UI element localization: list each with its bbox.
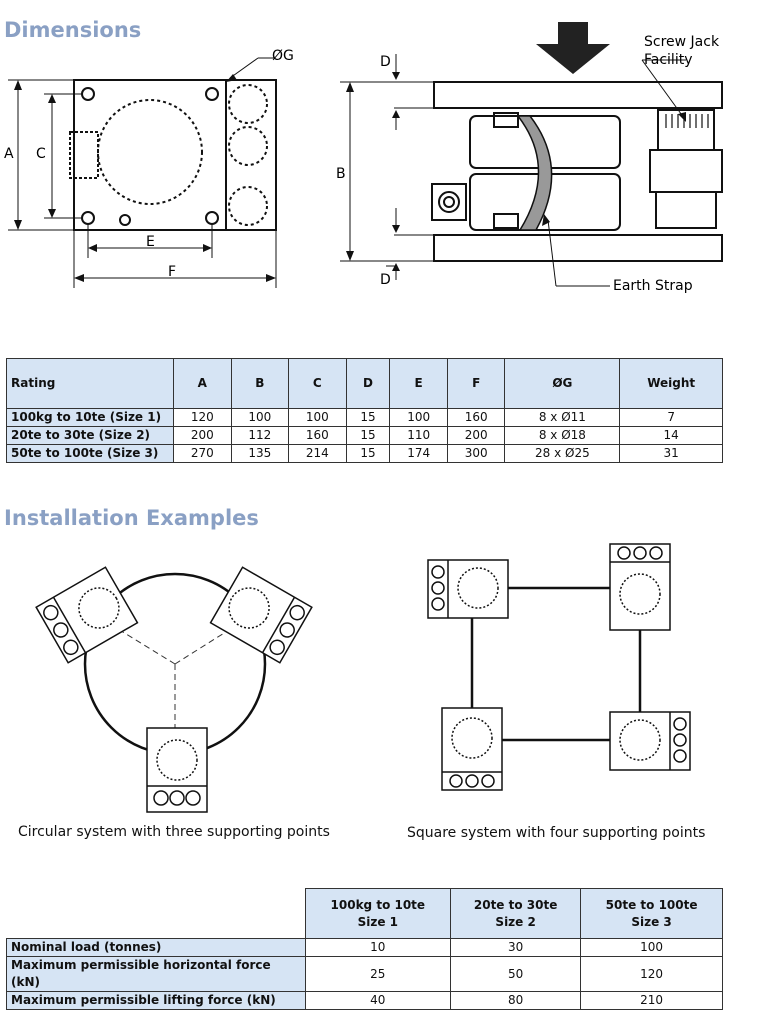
dimensions-heading: Dimensions — [4, 18, 142, 42]
table-cell: 8 x Ø11 — [504, 408, 621, 427]
table-cell: 200 — [446, 426, 506, 445]
installation-heading: Installation Examples — [4, 506, 259, 530]
table-row: Maximum permissible horizontal force (kN… — [6, 956, 723, 992]
table-cell: 50 — [450, 956, 582, 992]
dim-label-A: A — [4, 146, 14, 162]
table-cell: 100 — [580, 938, 723, 957]
table-cell: 112 — [230, 426, 290, 445]
table-cell: 50te to 100te (Size 3) — [6, 444, 174, 463]
table-cell: Maximum permissible lifting force (kN) — [6, 991, 306, 1010]
table-cell: 100 — [389, 408, 448, 427]
table-cell: 135 — [230, 444, 290, 463]
screw-jack-callout-line2: Facility — [644, 52, 693, 68]
table-cell: 210 — [580, 991, 723, 1010]
force-table-corner — [6, 888, 305, 939]
table-cell: 20te to 30te (Size 2) — [6, 426, 174, 445]
table-cell: 300 — [446, 444, 506, 463]
col-header-B: B — [230, 358, 290, 409]
table-cell: 120 — [580, 956, 723, 992]
table-cell: 14 — [619, 426, 723, 445]
table-cell: 110 — [389, 426, 448, 445]
table-cell: 15 — [345, 408, 391, 427]
dim-label-C: C — [36, 146, 46, 162]
header-line: Size 1 — [357, 914, 398, 929]
dim-label-B: B — [336, 166, 346, 182]
col-header-F: F — [446, 358, 506, 409]
table-row: 100kg to 10te (Size 1) 120 100 100 15 10… — [6, 408, 723, 427]
table-cell: 10 — [304, 938, 452, 957]
screw-jack-callout-line1: Screw Jack — [644, 34, 720, 50]
col-header-C: C — [288, 358, 347, 409]
header-line: 20te to 30te — [473, 897, 558, 912]
table-cell: 31 — [619, 444, 723, 463]
table-cell: 30 — [450, 938, 582, 957]
side-view-drawing: D B D Screw Jack Facility Earth Strap — [336, 22, 723, 294]
table-cell: 28 x Ø25 — [504, 444, 621, 463]
col-header-A: A — [173, 358, 232, 409]
header-line: 50te to 100te — [605, 897, 698, 912]
table-cell: 214 — [288, 444, 347, 463]
table-cell: 7 — [619, 408, 723, 427]
earth-strap-callout: Earth Strap — [613, 278, 693, 294]
dim-label-G: ØG — [272, 48, 294, 64]
table-cell: 80 — [450, 991, 582, 1010]
table-cell: Nominal load (tonnes) — [6, 938, 306, 957]
header-line: Size 3 — [631, 914, 672, 929]
table-cell: 15 — [345, 426, 391, 445]
col-header-G: ØG — [504, 358, 621, 409]
table-row: 20te to 30te (Size 2) 200 112 160 15 110… — [6, 426, 723, 445]
table-cell: 40 — [304, 991, 452, 1010]
table-cell: 160 — [446, 408, 506, 427]
table-row: 50te to 100te (Size 3) 270 135 214 15 17… — [6, 444, 723, 463]
col-header-rating: Rating — [6, 358, 174, 409]
table-cell: 200 — [173, 426, 232, 445]
dim-label-F: F — [168, 264, 176, 280]
dim-label-E: E — [146, 234, 155, 250]
square-system-caption: Square system with four supporting point… — [407, 825, 706, 841]
table-row: Nominal load (tonnes) 10 30 100 — [6, 938, 723, 957]
table-cell: 100 — [230, 408, 290, 427]
table-cell: Maximum permissible horizontal force (kN… — [6, 956, 306, 992]
load-arrow-icon — [536, 22, 610, 74]
table-cell: 100 — [288, 408, 347, 427]
table-cell: 25 — [304, 956, 452, 992]
table-cell: 8 x Ø18 — [504, 426, 621, 445]
header-line: Size 2 — [495, 914, 536, 929]
top-view-drawing: A C E F ØG — [4, 48, 294, 288]
earth-strap-shape — [516, 115, 553, 231]
table-cell: 174 — [389, 444, 448, 463]
col-header-D: D — [345, 358, 391, 409]
dimensions-table: Rating A B C D E F ØG Weight 100kg to 10… — [6, 358, 723, 463]
table-row: Maximum permissible lifting force (kN) 4… — [6, 991, 723, 1010]
dim-label-D-bottom: D — [380, 272, 391, 288]
circular-system-caption: Circular system with three supporting po… — [18, 824, 330, 840]
header-line: 100kg to 10te — [330, 897, 426, 912]
col-header-E: E — [389, 358, 448, 409]
table-cell: 100kg to 10te (Size 1) — [6, 408, 174, 427]
table-cell: 270 — [173, 444, 232, 463]
table-cell: 120 — [173, 408, 232, 427]
table-cell: 160 — [288, 426, 347, 445]
circular-system-drawing — [35, 566, 313, 813]
square-system-drawing — [427, 543, 691, 791]
col-header-weight: Weight — [619, 358, 723, 409]
table-cell: 15 — [345, 444, 391, 463]
dim-label-D-top: D — [380, 54, 391, 70]
